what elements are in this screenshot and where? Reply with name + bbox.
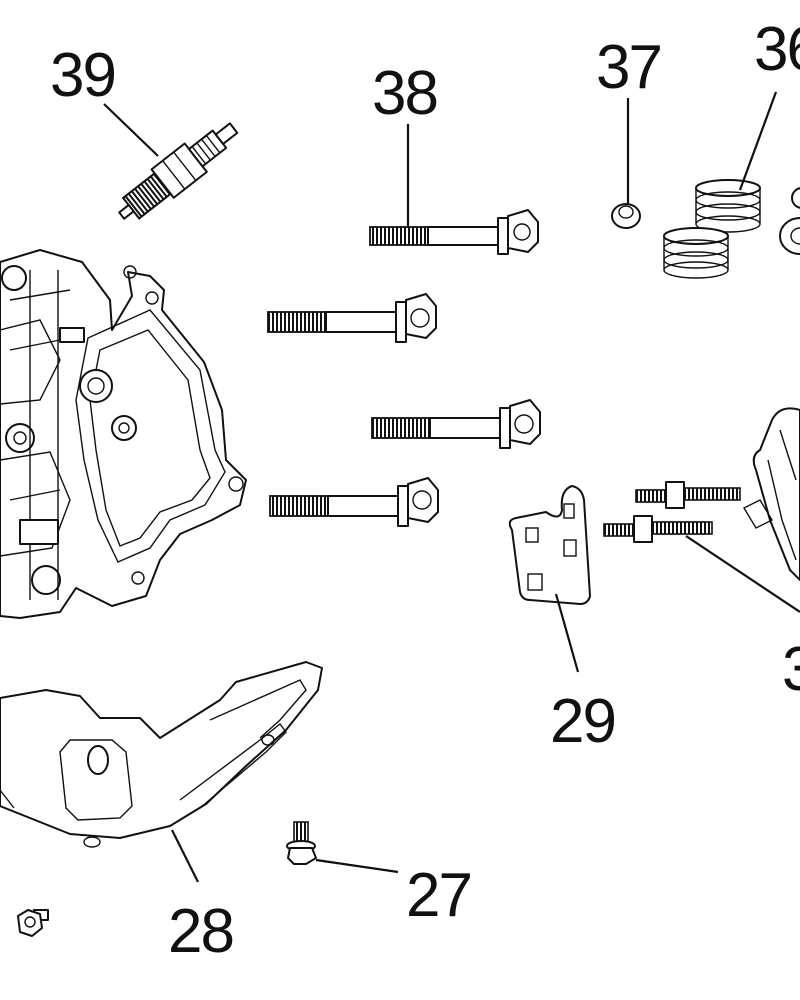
studs-part <box>603 481 741 543</box>
bracket-plate-part <box>0 661 323 848</box>
leader-29 <box>554 593 580 673</box>
leader-39 <box>103 103 159 157</box>
nut-part <box>611 203 641 229</box>
leader-36 <box>738 91 778 191</box>
rocker-cover-part <box>743 407 800 581</box>
callout-37: 37 <box>596 33 661 102</box>
flange-bolt-part <box>286 821 317 865</box>
callout-36: 36 <box>754 15 800 84</box>
callout-35: 3 <box>782 635 800 704</box>
valve-springs-part <box>663 179 800 279</box>
leader-27 <box>315 858 399 874</box>
leader-28 <box>171 829 199 883</box>
callout-29: 29 <box>550 687 615 756</box>
callout-38: 38 <box>372 59 437 128</box>
leader-35 <box>685 535 800 613</box>
callout-28: 28 <box>168 897 233 966</box>
small-bolt-part <box>17 909 49 937</box>
spark-plug-part <box>118 122 239 220</box>
head-bolts-part <box>267 209 541 527</box>
cylinder-head-part <box>0 249 247 619</box>
callout-labels: 39 38 37 36 3 29 28 27 <box>50 15 800 966</box>
leader-lines <box>103 91 800 883</box>
callout-39: 39 <box>50 41 115 110</box>
gasket-plate-part <box>508 485 591 605</box>
callout-27: 27 <box>406 861 471 930</box>
